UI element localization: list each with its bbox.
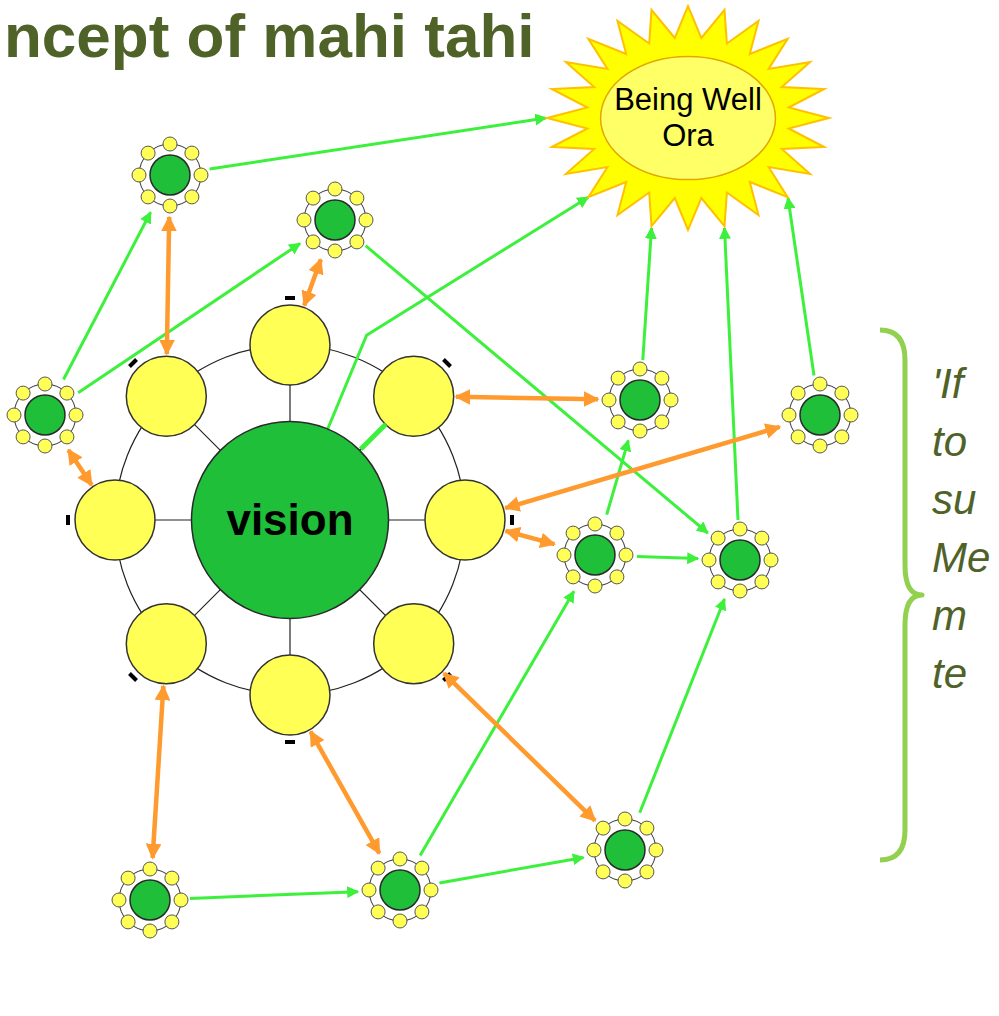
orange-double-arrow <box>153 686 164 858</box>
orange-double-arrow <box>456 397 598 400</box>
starburst-node: Being WellOra <box>545 4 831 232</box>
tick-mark <box>285 740 295 744</box>
tick-mark <box>128 672 138 682</box>
node-content: Being WellOra <box>545 4 831 232</box>
wheel-circle <box>250 305 330 385</box>
starburst-core <box>601 56 776 179</box>
tick-mark <box>510 515 514 525</box>
satellites <box>7 137 858 938</box>
satellite-cluster <box>7 377 83 453</box>
green-arrow <box>190 892 358 899</box>
satellite-cluster <box>297 182 373 258</box>
wheel-circle <box>126 604 206 684</box>
orange-double-arrow <box>444 673 595 820</box>
starburst-outline <box>547 6 829 230</box>
satellite-cluster <box>132 137 208 213</box>
orange-double-arrow <box>167 217 169 354</box>
orange-double-arrow <box>311 732 380 854</box>
green-arrow <box>78 243 300 392</box>
vision-circle: vision <box>190 420 390 620</box>
wheel-spokes <box>115 345 465 695</box>
circle-outline <box>192 422 389 619</box>
diagram-title: ncept of mahi tahi <box>4 2 534 70</box>
orange-double-arrow <box>506 531 555 544</box>
green-arrow <box>439 857 583 883</box>
node-content: vision <box>190 420 390 620</box>
satellite-cluster <box>602 362 678 438</box>
connector-arrow <box>328 197 589 429</box>
wheel-circle <box>75 480 155 560</box>
wheel-circle <box>374 604 454 684</box>
tick-mark <box>66 515 70 525</box>
wheel-circle <box>126 356 206 436</box>
wheel-rim <box>115 345 465 695</box>
green-arrow <box>643 228 652 360</box>
side-quote: 'If to su Me m te <box>932 355 994 703</box>
green-arrow <box>366 246 708 533</box>
tick-mark <box>442 358 452 368</box>
orange-double-arrow <box>68 450 91 485</box>
green-arrow <box>725 228 739 520</box>
green-arrow <box>637 556 698 558</box>
green-arrow <box>210 118 546 169</box>
green-link <box>361 424 386 449</box>
satellite-cluster <box>112 862 188 938</box>
tick-mark <box>285 296 295 300</box>
satellite-cluster <box>587 812 663 888</box>
satellite-cluster <box>782 377 858 453</box>
orange-double-arrow <box>304 260 321 306</box>
green-arrow <box>640 599 725 813</box>
satellite-cluster <box>702 522 778 598</box>
satellite-cluster <box>557 517 633 593</box>
orange-double-arrow <box>505 427 779 508</box>
satellite-cluster <box>362 852 438 928</box>
green-arrow <box>788 198 814 376</box>
wheel-circle <box>425 480 505 560</box>
node-text: Ora <box>662 118 714 154</box>
node-text: vision <box>226 495 353 546</box>
wheel-circle <box>250 655 330 735</box>
node-text: Being Well <box>614 82 762 118</box>
curly-bracket <box>880 330 922 860</box>
